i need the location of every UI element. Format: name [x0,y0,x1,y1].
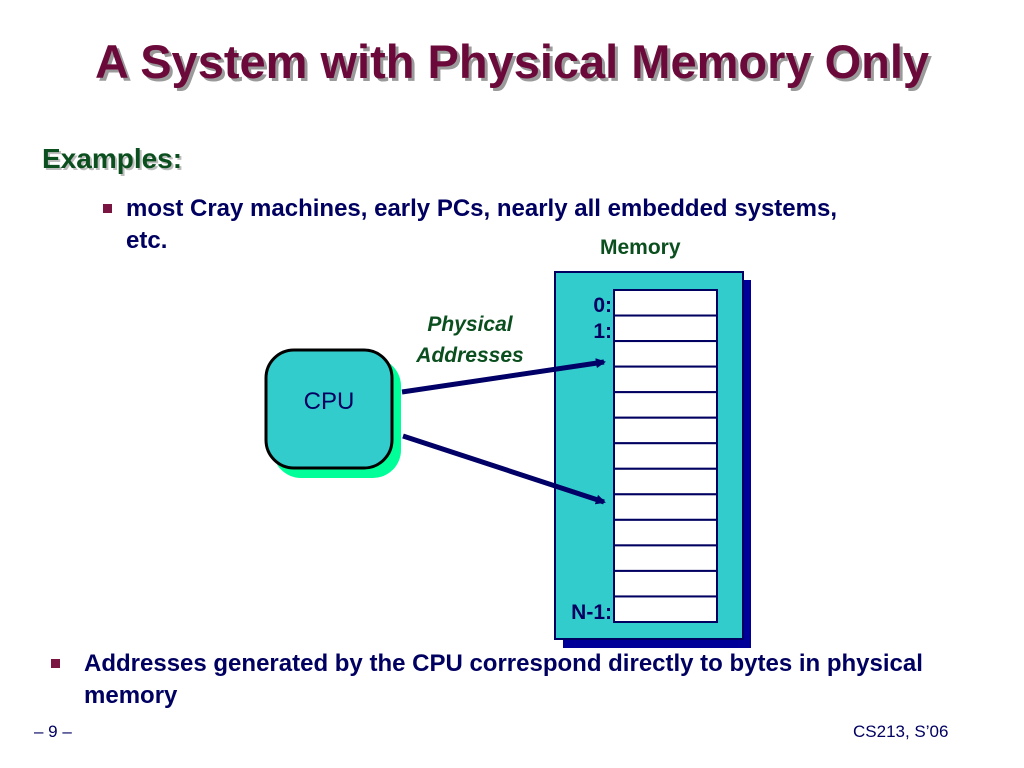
memory-cell [613,314,718,343]
slide-title: A System with Physical Memory Only [94,35,930,88]
physical-label-line1: Physical [427,313,513,336]
bullet-addresses-text: Addresses generated by the CPU correspon… [84,650,923,709]
memory-cell [613,340,718,368]
bullet-examples-text: most Cray machines, early PCs, nearly al… [126,195,837,254]
address-label-second: 1: [593,320,612,343]
examples-heading: Examples: [42,143,183,174]
address-label-last: N-1: [571,601,612,624]
arrow-to-address-middle [402,433,606,505]
memory-cell [613,391,718,419]
physical-label-line2: Addresses [416,344,524,367]
cpu-label: CPU [303,388,355,415]
bullet-marker [103,204,112,213]
page-number: – 9 – [34,722,72,741]
cpu-box [264,348,394,470]
memory-cell [613,467,718,496]
arrow-to-address-top [401,358,606,395]
memory-cell [613,493,718,521]
bullet-marker [51,659,60,668]
memory-label: Memory [600,236,681,259]
memory-cell [613,544,718,572]
memory-cell [613,595,718,624]
physical-addresses-label: Physical Addresses [380,309,560,371]
memory-cell [613,365,718,394]
memory-cell [613,416,718,445]
memory-cell [613,518,718,547]
memory-cells [613,289,718,624]
course-label: CS213, S’06 [853,722,949,741]
memory-cell [613,289,718,317]
memory-cell [613,442,718,470]
memory-cell [613,569,718,598]
address-label-first: 0: [593,294,612,317]
